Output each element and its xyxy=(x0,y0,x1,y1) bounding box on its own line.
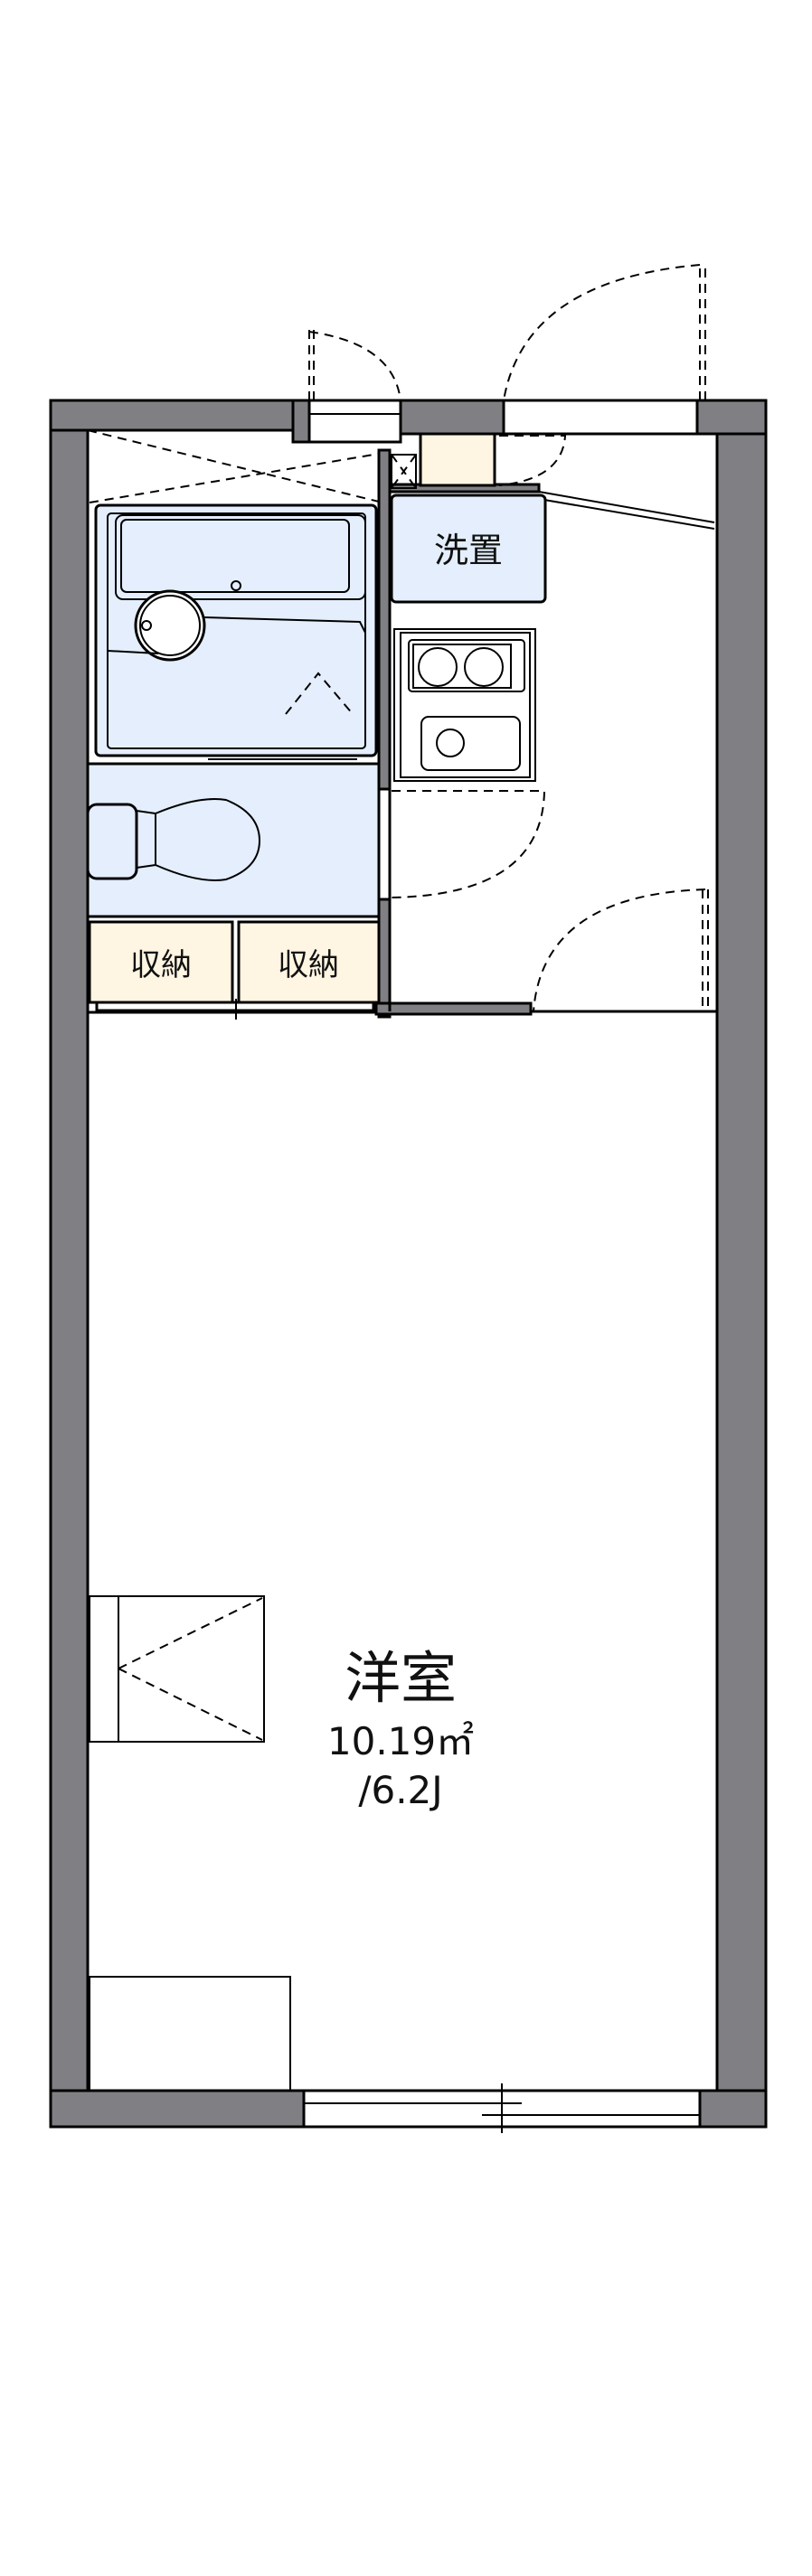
furniture-box xyxy=(89,1976,291,2092)
toilet-room xyxy=(86,762,381,918)
entrance-opening xyxy=(502,399,699,436)
storage-right: 収納 xyxy=(237,920,381,1004)
pipe-shaft xyxy=(391,454,417,489)
closet[interactable] xyxy=(89,1595,265,1743)
interior-wall xyxy=(377,448,392,791)
meter-box xyxy=(419,432,496,487)
exterior-walls xyxy=(49,399,768,2129)
washer-space: 洗置 xyxy=(390,494,547,604)
room-size: /6.2J xyxy=(358,1768,442,1812)
storage-right-label: 収納 xyxy=(278,947,339,983)
window-door-swing xyxy=(308,330,401,401)
room-door-swing[interactable] xyxy=(533,888,709,1012)
interior-wall xyxy=(374,1001,533,1016)
top-window xyxy=(307,399,402,444)
toilet-bowl xyxy=(155,798,261,881)
washer-label: 洗置 xyxy=(434,531,503,570)
kitchen-counter xyxy=(393,628,536,782)
kitchen-door-swing[interactable] xyxy=(391,790,546,898)
burner-icon xyxy=(464,647,504,687)
burner-icon xyxy=(418,647,458,687)
room-name: 洋室 xyxy=(345,1645,457,1711)
storage-left-label: 収納 xyxy=(130,947,192,983)
room-area: 10.19㎡ xyxy=(327,1719,474,1763)
interior-wall xyxy=(377,898,392,1019)
unit-bath xyxy=(94,503,378,760)
western-room: 洋室 10.19㎡ /6.2J xyxy=(89,1595,474,2092)
storage-left: 収納 xyxy=(88,920,234,1004)
bottom-window[interactable] xyxy=(302,2083,702,2133)
kitchen-sink xyxy=(420,716,521,771)
entrance-door-swing[interactable] xyxy=(503,264,706,401)
